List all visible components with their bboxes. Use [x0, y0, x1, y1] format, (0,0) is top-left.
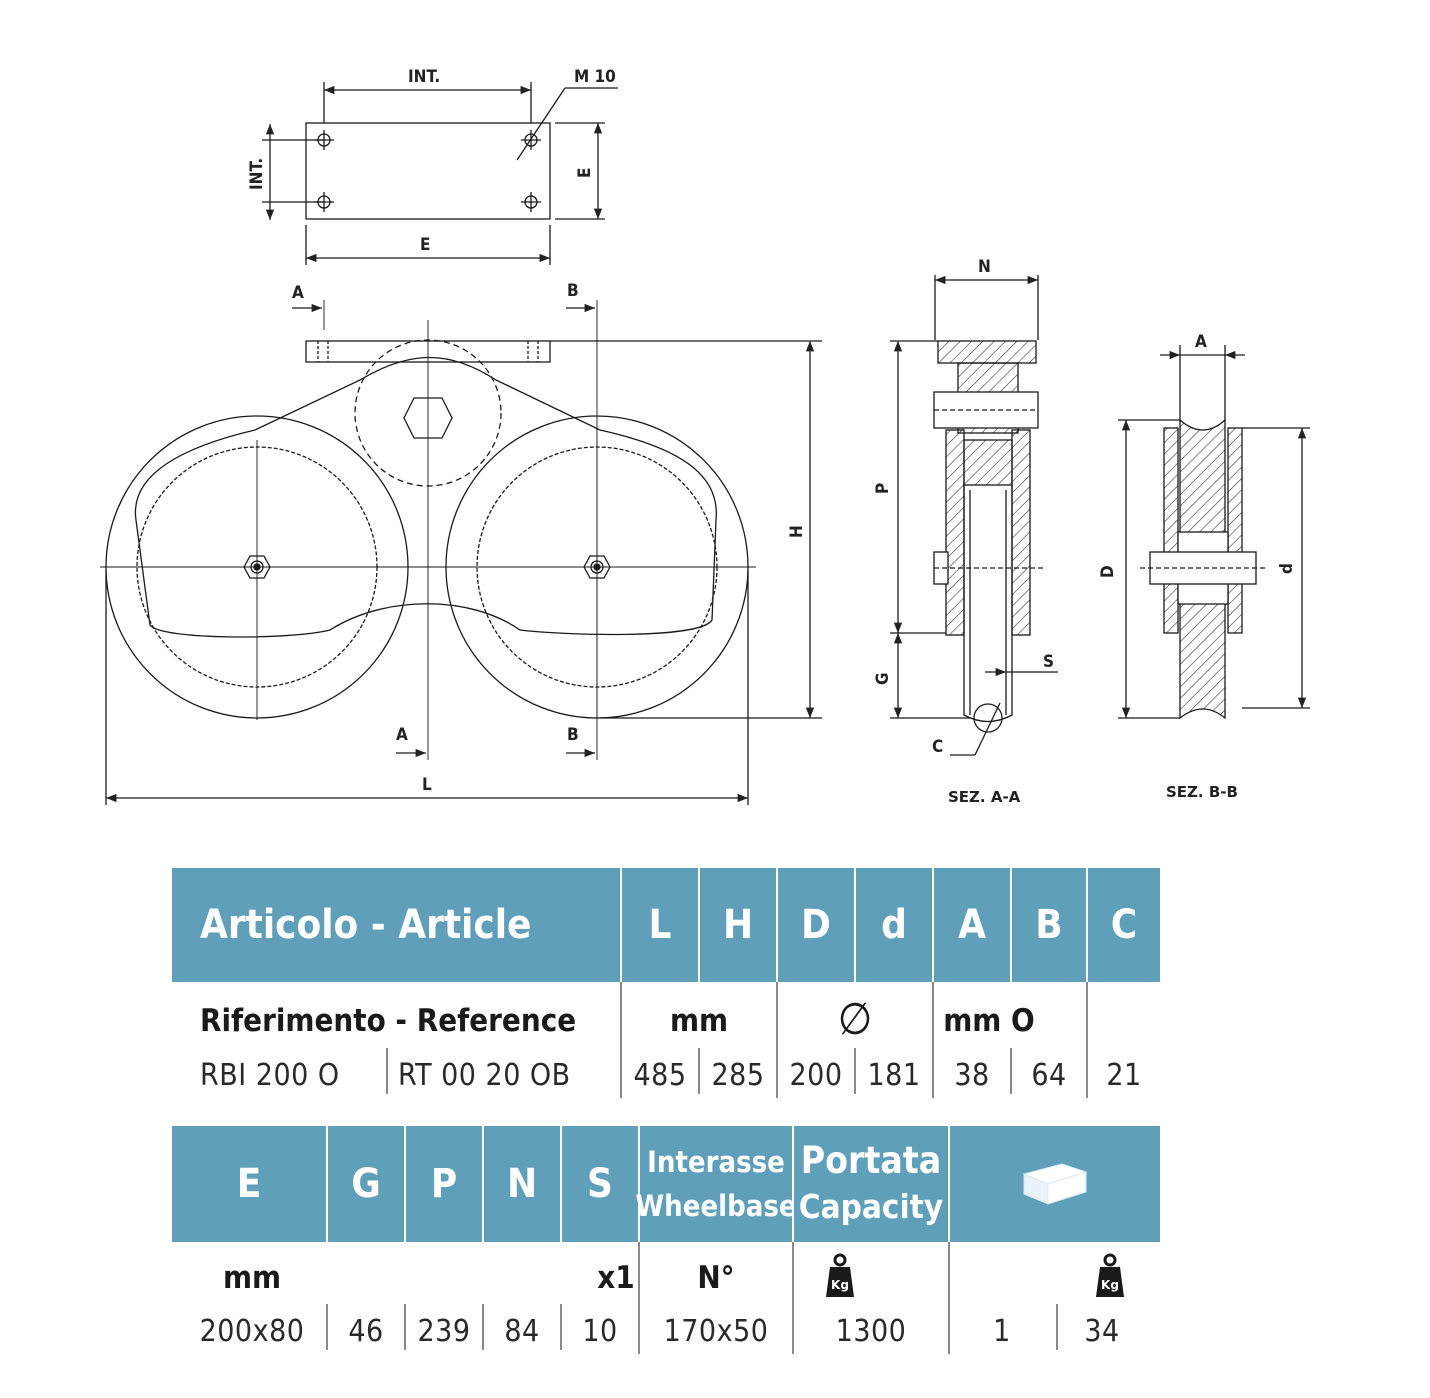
label-b-bottom: B [567, 725, 579, 745]
value-package-qty: 1 [993, 1313, 1011, 1349]
separator [1056, 1304, 1058, 1350]
label-e-right: E [575, 168, 595, 178]
value-p: 239 [417, 1313, 471, 1349]
label-c: C [932, 737, 943, 757]
section-aa-view [890, 275, 1058, 756]
header-b: B [1012, 868, 1086, 982]
box-icon [1022, 1163, 1088, 1205]
unit-mm: mm [669, 1003, 729, 1039]
header-s: S [562, 1126, 638, 1242]
header-article: Articolo - Article [172, 868, 620, 982]
separator [560, 1304, 562, 1350]
section-aa-caption: SEZ. A-A [948, 788, 1021, 806]
capacity-label: Capacity [798, 1187, 944, 1226]
label-d-small: d [1277, 563, 1297, 574]
label-e-bottom: E [420, 235, 430, 255]
separator [1086, 982, 1088, 1098]
unit-x1: x1 [597, 1260, 635, 1296]
value-d-big: 200 [789, 1057, 843, 1093]
label-g: G [873, 672, 893, 685]
unit-mm-o: mm O [943, 1003, 1035, 1039]
kg-weight-icon: Kg [1090, 1250, 1130, 1302]
separator [620, 982, 622, 1098]
header-n: N [484, 1126, 560, 1242]
ref-rbi: RBI 200 O [200, 1057, 340, 1093]
value-h: 285 [711, 1057, 765, 1093]
value-s: 10 [582, 1313, 618, 1349]
separator [638, 1242, 640, 1354]
kg-weight-icon: Kg [820, 1250, 860, 1302]
kg-label: Kg [831, 1278, 849, 1292]
top-plate-view [262, 82, 618, 265]
separator [776, 982, 778, 1098]
unit-n-degree: N° [697, 1260, 735, 1296]
label-m10: M 10 [574, 67, 616, 87]
header-g: G [328, 1126, 404, 1242]
technical-drawing: INT. M 10 INT. E E A B A B L H N P G S C… [100, 67, 1310, 806]
label-n: N [978, 257, 991, 277]
separator [404, 1304, 406, 1350]
portata-label: Portata [800, 1139, 942, 1182]
value-wheelbase: 170x50 [663, 1313, 769, 1349]
header-h: H [700, 868, 776, 982]
value-e: 200x80 [199, 1313, 305, 1349]
header-interasse: Interasse Wheelbase [635, 1126, 797, 1242]
separator [326, 1304, 328, 1350]
value-l: 485 [633, 1057, 687, 1093]
label-int-left: INT. [247, 158, 267, 190]
value-n: 84 [504, 1313, 540, 1349]
unit-mm-2: mm [222, 1260, 282, 1296]
separator [932, 982, 934, 1098]
label-int-top: INT. [408, 67, 440, 87]
label-b-top: B [567, 281, 579, 301]
separator [1010, 1048, 1012, 1094]
diameter-icon: ∅ [837, 993, 873, 1045]
interasse-label: Interasse [647, 1145, 785, 1179]
separator [792, 1242, 794, 1354]
label-l: L [422, 775, 432, 795]
value-g: 46 [348, 1313, 384, 1349]
label-d-big: D [1098, 565, 1118, 578]
header-p: P [406, 1126, 482, 1242]
ref-rt: RT 00 20 OB [398, 1057, 571, 1093]
separator [482, 1304, 484, 1350]
header-package [950, 1126, 1160, 1242]
wheelbase-label: Wheelbase [635, 1189, 797, 1223]
section-bb-caption: SEZ. B-B [1166, 783, 1238, 801]
label-s: S [1043, 652, 1054, 672]
value-d-small: 181 [867, 1057, 921, 1093]
kg-label: Kg [1101, 1278, 1119, 1292]
section-bb-view [1118, 345, 1310, 720]
label-a-bottom: A [396, 725, 408, 745]
separator [698, 1048, 700, 1094]
header-d-big: D [778, 868, 854, 982]
header-l: L [622, 868, 698, 982]
separator [854, 1048, 856, 1094]
header-d-small: d [856, 868, 932, 982]
value-c: 21 [1106, 1057, 1142, 1093]
separator [948, 1242, 950, 1354]
header-a: A [934, 868, 1010, 982]
value-capacity: 1300 [835, 1313, 907, 1349]
label-a-top: A [292, 283, 304, 303]
header-portata: Portata Capacity [794, 1126, 948, 1242]
label-p: P [873, 483, 893, 494]
header-e: E [172, 1126, 326, 1242]
front-view [100, 300, 822, 805]
reference-label: Riferimento - Reference [200, 1003, 577, 1039]
header-c: C [1088, 868, 1160, 982]
label-a-section: A [1195, 332, 1207, 352]
separator [386, 1048, 388, 1094]
value-a: 38 [954, 1057, 990, 1093]
value-weight: 34 [1084, 1313, 1120, 1349]
label-h: H [787, 525, 807, 538]
value-b: 64 [1031, 1057, 1067, 1093]
